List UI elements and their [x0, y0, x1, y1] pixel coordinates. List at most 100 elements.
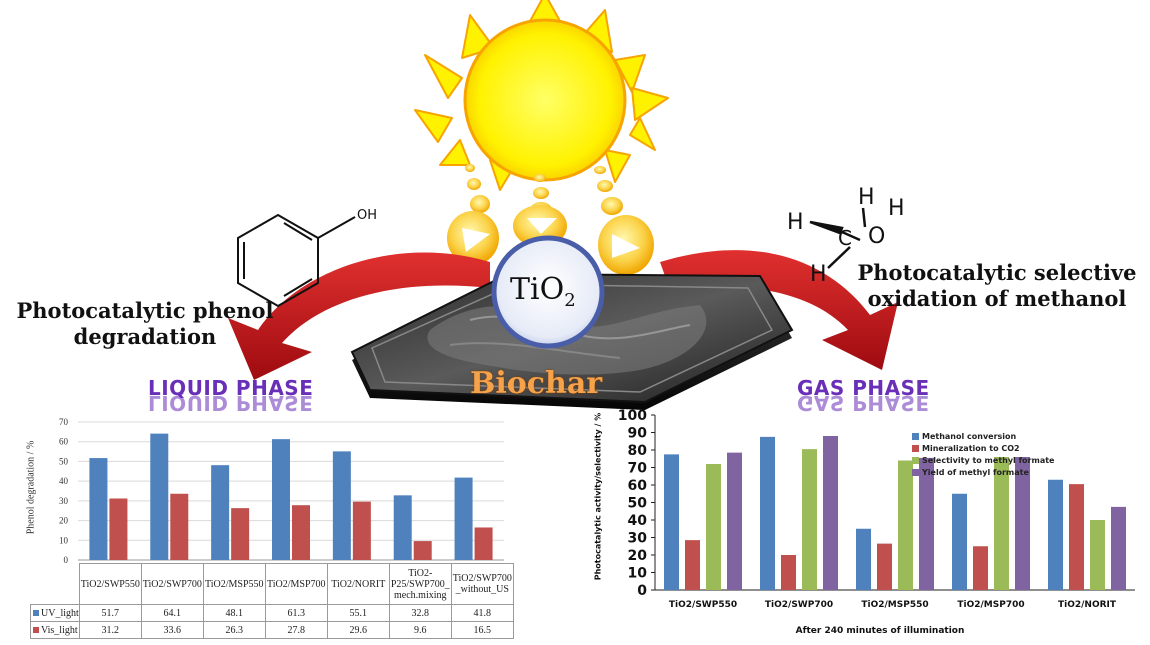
table-cell: 55.1	[326, 604, 390, 622]
methanol-atom-h-top: H	[858, 185, 875, 210]
table-header-row: TiO2/SWP550 TiO2/SWP700 TiO2/MSP550 TiO2…	[30, 563, 514, 605]
table-cell: 41.8	[450, 604, 514, 622]
table-cell: 31.2	[78, 621, 142, 639]
methanol-atom-h-left: H	[787, 210, 804, 235]
phenol-oh-label: OH	[357, 208, 378, 223]
table-cell: 64.1	[140, 604, 204, 622]
bar	[109, 498, 128, 560]
bar	[760, 436, 775, 590]
legend-swatch	[912, 468, 919, 476]
x-tick-label: TiO2/NORIT	[1058, 600, 1117, 610]
y-tick-label: 60	[59, 437, 69, 447]
bar	[150, 433, 169, 560]
y-tick-label: 100	[618, 408, 647, 424]
phenol-molecule-icon	[237, 213, 356, 308]
bar	[474, 527, 493, 560]
table-cell: 27.8	[264, 621, 328, 639]
y-tick-label: 60	[628, 478, 648, 494]
legend-swatch	[912, 456, 919, 464]
bar	[727, 452, 742, 590]
y-tick-label: 0	[637, 583, 647, 599]
legend-item: Mineralization to CO2	[912, 442, 1054, 454]
methanol-title: Photocatalytic selective oxidation of me…	[852, 260, 1142, 312]
bar	[952, 493, 967, 590]
bar	[352, 501, 371, 560]
sun-icon	[463, 18, 627, 182]
bar	[1048, 479, 1063, 590]
legend-swatch	[912, 432, 919, 440]
table-row: Vis_light 31.2 33.6 26.3 27.8 29.6 9.6 1…	[30, 621, 514, 639]
methanol-title-text: Photocatalytic selective oxidation of me…	[857, 260, 1137, 311]
y-tick-label: 40	[59, 476, 69, 486]
bar	[781, 555, 796, 590]
bar	[994, 457, 1009, 590]
phenol-title-text: Photocatalytic phenol degradation	[16, 298, 274, 349]
table-cell: 61.3	[264, 604, 328, 622]
bar	[211, 465, 230, 560]
table-header-cell: TiO2/SWP550	[78, 563, 142, 605]
bar	[919, 457, 934, 590]
y-tick-label: 90	[628, 426, 648, 442]
table-header-cell: TiO2-P25/SWP700_mech.mixing	[388, 563, 452, 605]
vis-legend-swatch	[33, 626, 39, 633]
y-tick-label: 70	[628, 461, 648, 477]
y-tick-label: 0	[64, 555, 69, 565]
x-tick-label: TiO2/SWP550	[669, 600, 737, 610]
table-row: UV_light 51.7 64.1 48.1 61.3 55.1 32.8 4…	[30, 604, 514, 622]
y-tick-label: 80	[628, 443, 648, 459]
droplet-arrow-icons	[462, 218, 640, 258]
bar	[856, 528, 871, 590]
table-corner	[30, 563, 80, 605]
y-tick-label: 50	[59, 456, 69, 466]
methanol-molecule-icon	[809, 207, 867, 269]
y-tick-label: 30	[59, 496, 69, 506]
table-cell: 9.6	[388, 621, 452, 639]
x-tick-label: TiO2/SWP700	[765, 600, 833, 610]
biochar-label: Biochar	[470, 366, 603, 401]
biochar-slab	[350, 272, 794, 410]
table-header-cell: TiO2/MSP550	[202, 563, 266, 605]
bar	[413, 541, 432, 560]
table-header-cell: TiO2/SWP700	[140, 563, 204, 605]
phenol-data-table: TiO2/SWP550 TiO2/SWP700 TiO2/MSP550 TiO2…	[30, 563, 514, 639]
table-cell: 48.1	[202, 604, 266, 622]
legend-item: Selectivity to methyl formate	[912, 454, 1054, 466]
bar	[802, 449, 817, 590]
bar	[170, 493, 189, 560]
legend-item: Yield of methyl formate	[912, 466, 1054, 478]
table-cell: 26.3	[202, 621, 266, 639]
methanol-atom-h-bottom: H	[810, 262, 827, 287]
y-tick-label: 50	[628, 496, 648, 512]
y-tick-label: 40	[628, 513, 648, 529]
legend-swatch	[912, 444, 919, 452]
methanol-atom-c: C	[838, 226, 852, 250]
bar	[664, 454, 679, 590]
table-cell: 33.6	[140, 621, 204, 639]
y-tick-label: 20	[628, 548, 648, 564]
bar	[89, 458, 108, 560]
bar	[685, 540, 700, 590]
methanol-atom-h-right: H	[888, 196, 905, 221]
bar	[272, 439, 290, 560]
tio2-label-sub: 2	[564, 290, 576, 311]
bar	[973, 546, 988, 590]
tio2-label-base: TiO	[510, 272, 565, 307]
table-cell: 16.5	[450, 621, 514, 639]
x-tick-label: TiO2/MSP700	[957, 600, 1024, 610]
table-cell: 51.7	[78, 604, 142, 622]
table-series-label: UV_light	[30, 604, 80, 622]
bar	[1111, 506, 1126, 590]
bar	[454, 477, 473, 560]
bar	[231, 508, 250, 560]
bar	[877, 543, 892, 590]
y-tick-label: 10	[628, 566, 648, 582]
gas-phase-label: GAS PHASE	[797, 376, 930, 400]
phenol-title: Photocatalytic phenol degradation	[10, 298, 280, 350]
table-header-cell: TiO2/SWP700_without_US	[450, 563, 514, 605]
methanol-atom-o: O	[868, 224, 886, 249]
liquid-phase-label: LIQUID PHASE	[148, 376, 314, 400]
arrow-to-liquid-phase	[228, 252, 490, 380]
bar	[706, 464, 721, 590]
